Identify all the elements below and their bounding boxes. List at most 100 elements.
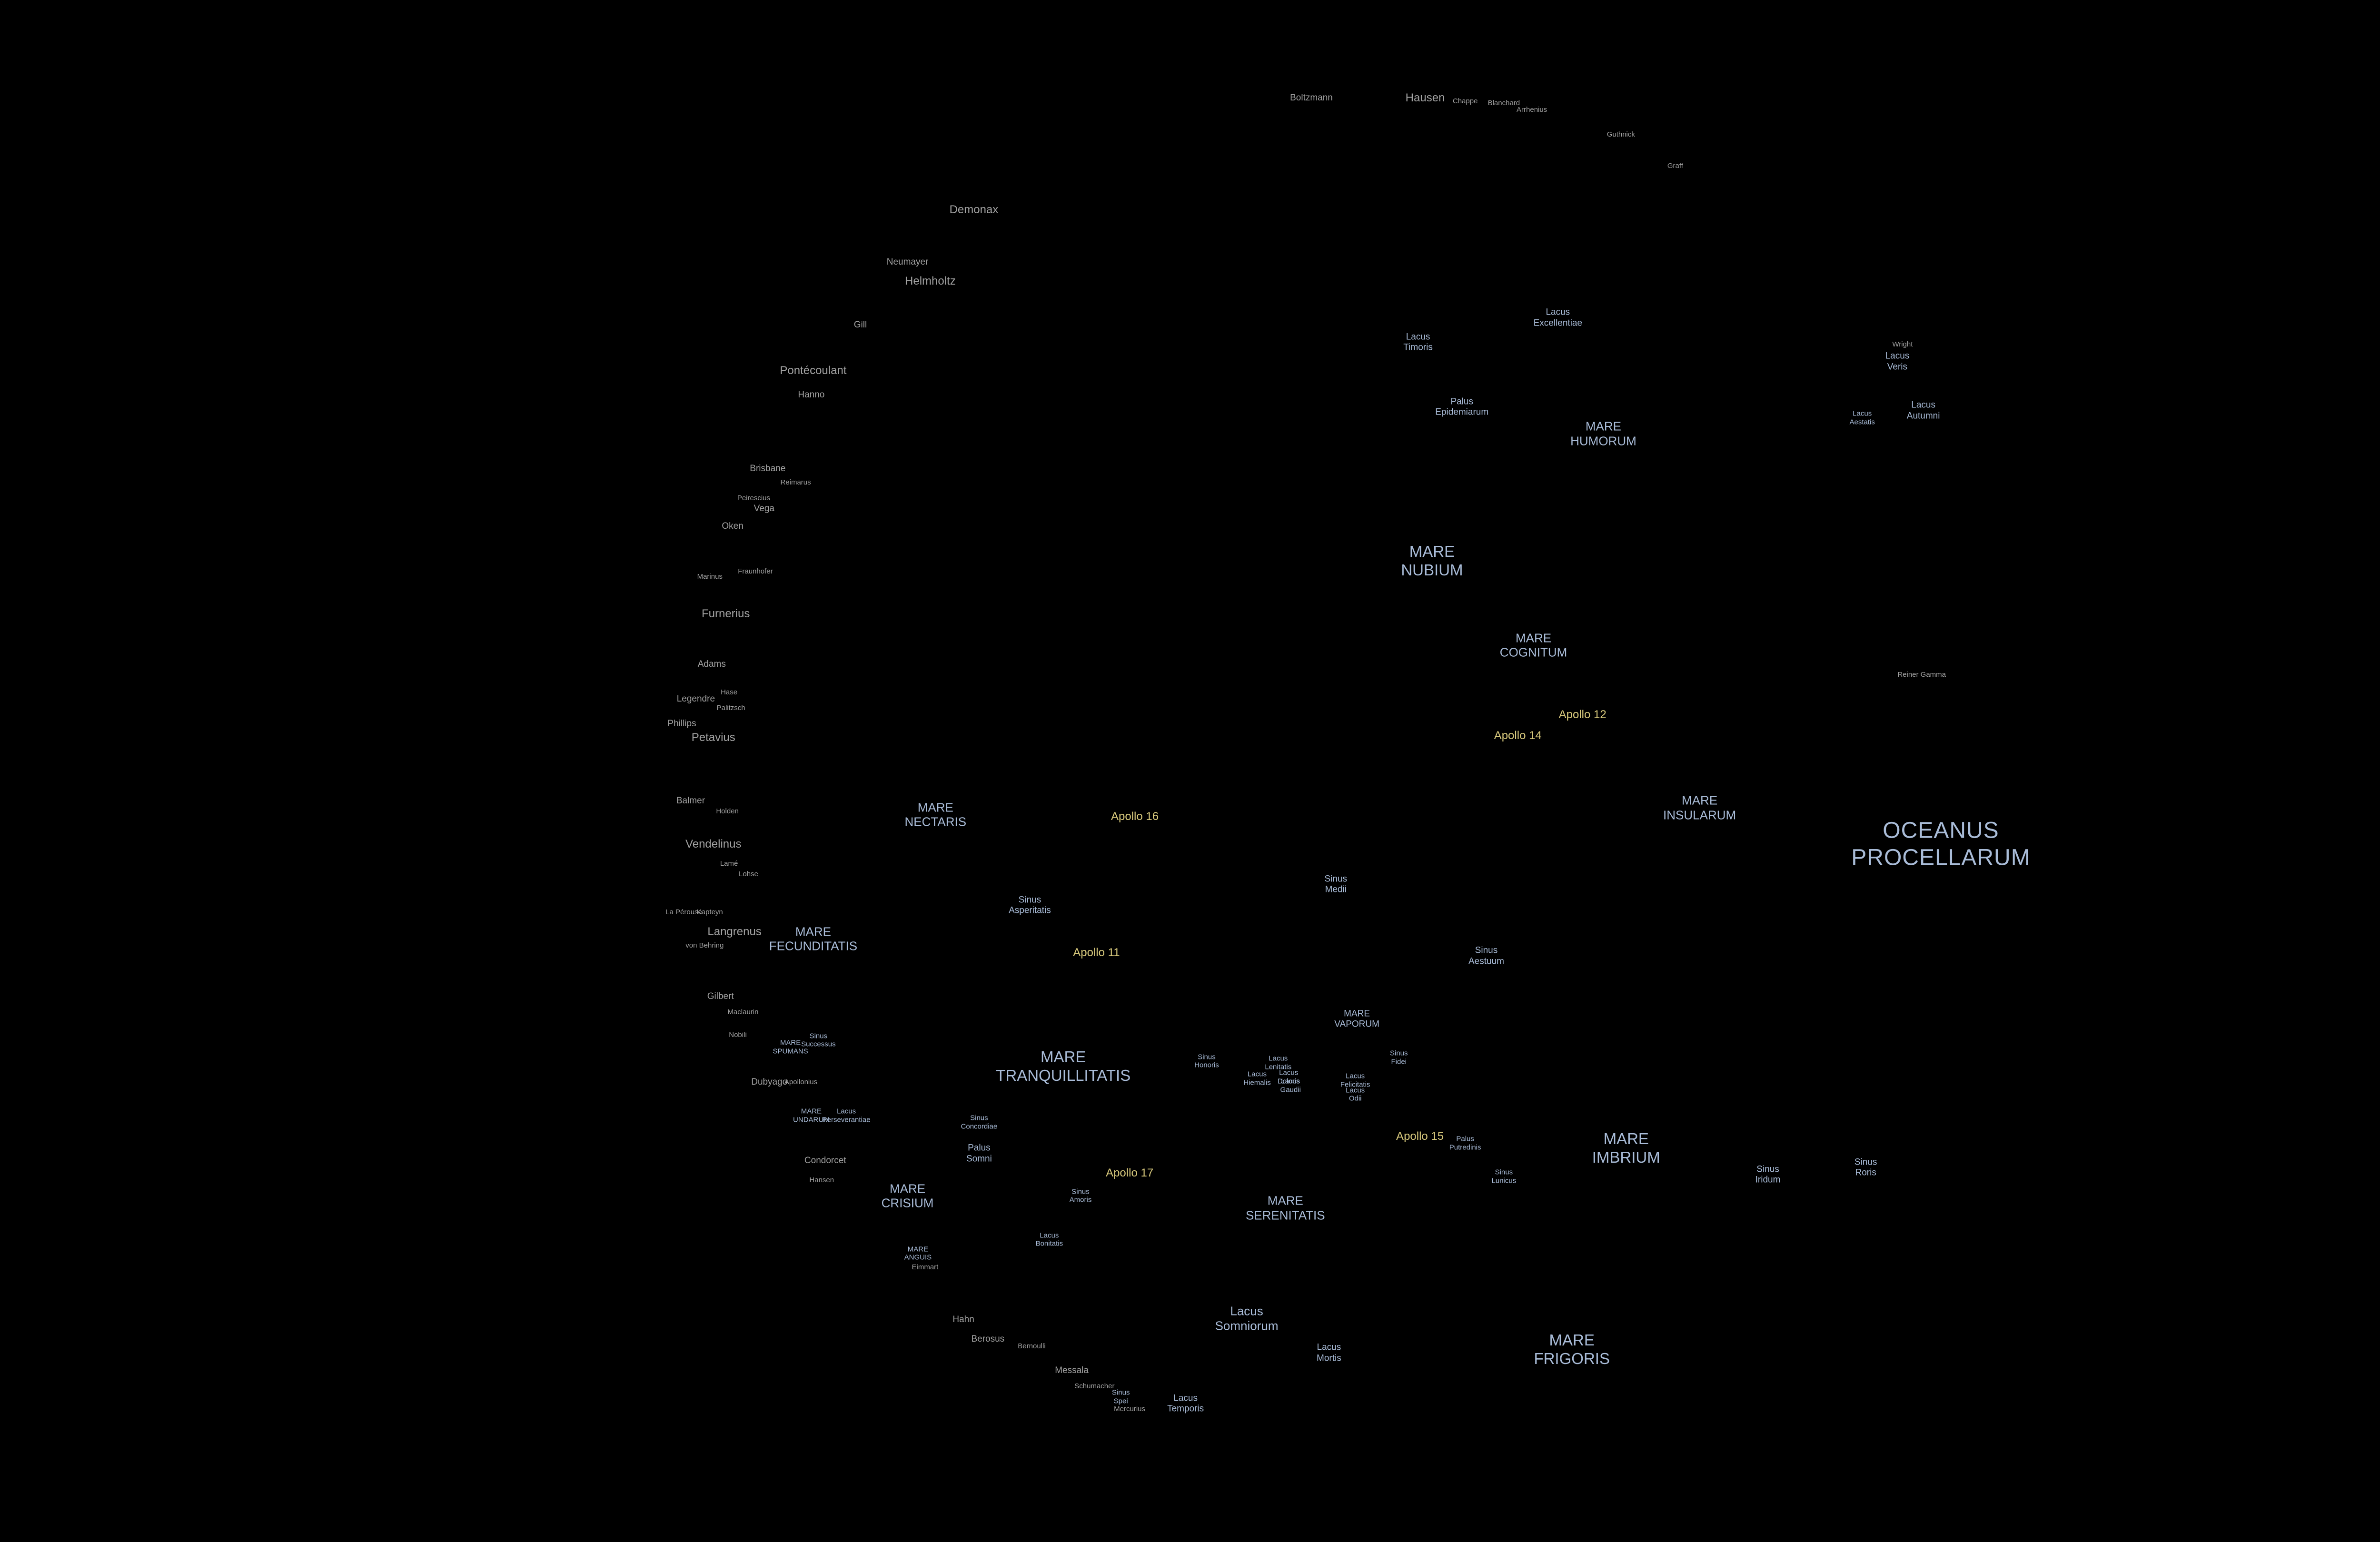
label-fraunhofer[interactable]: Fraunhofer <box>738 567 773 576</box>
label-hase[interactable]: Hase <box>721 688 738 696</box>
label-oken[interactable]: Oken <box>722 521 744 531</box>
label-lacus-autumni[interactable]: Lacus Autumni <box>1906 400 1940 421</box>
label-oceanus-procellarum[interactable]: OCEANUS PROCELLARUM <box>1851 818 2031 870</box>
label-hausen[interactable]: Hausen <box>1405 91 1445 104</box>
label-palus-somni[interactable]: Palus Somni <box>966 1143 992 1164</box>
label-sinus-successus[interactable]: Sinus Successus <box>801 1032 836 1048</box>
label-helmholtz[interactable]: Helmholtz <box>905 275 956 288</box>
label-brisbane[interactable]: Brisbane <box>750 463 786 474</box>
label-gilbert[interactable]: Gilbert <box>707 991 734 1001</box>
label-gill[interactable]: Gill <box>853 320 867 330</box>
label-adams[interactable]: Adams <box>697 659 726 669</box>
label-mare-tranquillitatis[interactable]: MARE TRANQUILLITATIS <box>996 1048 1131 1084</box>
label-lacus-timoris[interactable]: Lacus Timoris <box>1403 332 1433 353</box>
label-mare-vaporum[interactable]: MARE VAPORUM <box>1334 1008 1379 1029</box>
label-schumacher[interactable]: Schumacher <box>1074 1382 1115 1391</box>
label-hansen[interactable]: Hansen <box>809 1176 834 1184</box>
label-palus-epidemiarum[interactable]: Palus Epidemiarum <box>1435 396 1489 417</box>
label-vendelinus[interactable]: Vendelinus <box>685 838 742 851</box>
label-lacus-doloris[interactable]: Lacus Doloris <box>1277 1068 1300 1085</box>
label-sinus-honoris[interactable]: Sinus Honoris <box>1194 1053 1219 1069</box>
label-sinus-aestuum[interactable]: Sinus Aestuum <box>1468 946 1504 967</box>
label-apollo-12[interactable]: Apollo 12 <box>1558 708 1606 722</box>
label-lacus-gaudii[interactable]: Lacus Gaudii <box>1280 1077 1301 1094</box>
label-lohse[interactable]: Lohse <box>739 870 758 878</box>
label-apollo-15[interactable]: Apollo 15 <box>1396 1129 1444 1143</box>
label-sinus-iridum[interactable]: Sinus Iridum <box>1755 1164 1781 1185</box>
label-apollo-11[interactable]: Apollo 11 <box>1073 946 1120 959</box>
label-sinus-concordiae[interactable]: Sinus Concordiae <box>961 1114 998 1131</box>
label-mare-insularum[interactable]: MARE INSULARUM <box>1663 793 1736 822</box>
label-apollo-16[interactable]: Apollo 16 <box>1111 810 1159 823</box>
label-lacus-temporis[interactable]: Lacus Temporis <box>1167 1393 1204 1414</box>
label-von-behring[interactable]: von Behring <box>685 941 724 950</box>
label-hanno[interactable]: Hanno <box>798 389 825 400</box>
label-sinus-roris[interactable]: Sinus Roris <box>1854 1157 1877 1178</box>
label-guthnick[interactable]: Guthnick <box>1606 130 1635 138</box>
label-lacus-aestatis[interactable]: Lacus Aestatis <box>1849 409 1875 426</box>
label-blanchard[interactable]: Blanchard <box>1488 99 1520 107</box>
label-lacus-bonitatis[interactable]: Lacus Bonitatis <box>1035 1231 1063 1248</box>
label-mare-serenitatis[interactable]: MARE SERENITATIS <box>1245 1193 1325 1223</box>
label-bernoulli[interactable]: Bernoulli <box>1018 1342 1046 1350</box>
label-sinus-amoris[interactable]: Sinus Amoris <box>1069 1187 1092 1204</box>
label-lacus-perseverantiae[interactable]: Lacus Perseverantiae <box>822 1107 871 1124</box>
label-mare-humorum[interactable]: MARE HUMORUM <box>1570 419 1636 448</box>
label-mare-spumans[interactable]: MARE SPUMANS <box>773 1038 808 1056</box>
label-phillips[interactable]: Phillips <box>667 718 696 729</box>
label-furnerius[interactable]: Furnerius <box>701 607 750 620</box>
label-apollo-17[interactable]: Apollo 17 <box>1106 1166 1154 1179</box>
label-lacus-excellentiae[interactable]: Lacus Excellentiae <box>1533 307 1583 328</box>
label-mercurius[interactable]: Mercurius <box>1114 1404 1146 1413</box>
label-reiner-gamma[interactable]: Reiner Gamma <box>1897 670 1946 679</box>
label-reimarus[interactable]: Reimarus <box>780 478 811 486</box>
label-mare-fecunditatis[interactable]: MARE FECUNDITATIS <box>769 924 858 953</box>
label-berosus[interactable]: Berosus <box>971 1334 1005 1344</box>
label-chappe[interactable]: Chappe <box>1452 97 1478 106</box>
label-balmer[interactable]: Balmer <box>676 795 705 806</box>
label-mare-frigoris[interactable]: MARE FRIGORIS <box>1534 1331 1610 1367</box>
label-mare-anguis[interactable]: MARE ANGUIS <box>904 1245 932 1262</box>
label-holden[interactable]: Holden <box>716 807 739 815</box>
label-arrhenius[interactable]: Arrhenius <box>1517 106 1547 114</box>
label-mare-cognitum[interactable]: MARE COGNITUM <box>1499 630 1567 660</box>
label-mare-undarum[interactable]: MARE UNDARUM <box>793 1107 830 1124</box>
label-graff[interactable]: Graff <box>1667 162 1683 170</box>
label-la-p-rouse[interactable]: La Pérouse <box>665 908 702 917</box>
label-demonax[interactable]: Demonax <box>949 203 999 216</box>
label-palus-putredinis[interactable]: Palus Putredinis <box>1449 1135 1481 1152</box>
label-mare-imbrium[interactable]: MARE IMBRIUM <box>1592 1130 1660 1166</box>
label-maclaurin[interactable]: Maclaurin <box>727 1008 759 1017</box>
label-hahn[interactable]: Hahn <box>952 1315 974 1325</box>
label-apollonius[interactable]: Apollonius <box>784 1077 818 1086</box>
label-apollo-14[interactable]: Apollo 14 <box>1494 729 1542 742</box>
label-dubyago[interactable]: Dubyago <box>751 1077 788 1087</box>
label-sinus-lunicus[interactable]: Sinus Lunicus <box>1491 1168 1517 1185</box>
label-nobili[interactable]: Nobili <box>729 1030 747 1039</box>
label-lacus-felicitatis[interactable]: Lacus Felicitatis <box>1340 1072 1370 1089</box>
label-langrenus[interactable]: Langrenus <box>707 925 762 938</box>
label-eimmart[interactable]: Eimmart <box>912 1263 939 1272</box>
label-legendre[interactable]: Legendre <box>676 694 715 704</box>
label-pont-coulant[interactable]: Pontécoulant <box>780 364 847 377</box>
label-marinus[interactable]: Marinus <box>697 573 723 581</box>
label-lacus-veris[interactable]: Lacus Veris <box>1885 351 1910 372</box>
label-sinus-fidei[interactable]: Sinus Fidei <box>1389 1049 1408 1066</box>
label-vega[interactable]: Vega <box>754 503 774 514</box>
label-kapteyn[interactable]: Kapteyn <box>696 908 723 917</box>
label-lam[interactable]: Lamé <box>720 859 738 868</box>
label-lacus-lenitatis[interactable]: Lacus Lenitatis <box>1265 1054 1292 1071</box>
label-lacus-somniorum[interactable]: Lacus Somniorum <box>1215 1304 1279 1333</box>
label-messala[interactable]: Messala <box>1055 1365 1089 1375</box>
label-sinus-asperitatis[interactable]: Sinus Asperitatis <box>1009 895 1051 916</box>
label-lacus-mortis[interactable]: Lacus Mortis <box>1316 1343 1341 1364</box>
label-sinus-medii[interactable]: Sinus Medii <box>1324 874 1348 895</box>
label-petavius[interactable]: Petavius <box>691 731 735 744</box>
label-boltzmann[interactable]: Boltzmann <box>1290 92 1333 103</box>
label-peirescius[interactable]: Peirescius <box>737 494 771 502</box>
label-palitzsch[interactable]: Palitzsch <box>716 703 745 712</box>
label-lacus-odii[interactable]: Lacus Odii <box>1346 1086 1365 1103</box>
label-mare-nectaris[interactable]: MARE NECTARIS <box>904 800 967 829</box>
label-neumayer[interactable]: Neumayer <box>886 257 929 267</box>
